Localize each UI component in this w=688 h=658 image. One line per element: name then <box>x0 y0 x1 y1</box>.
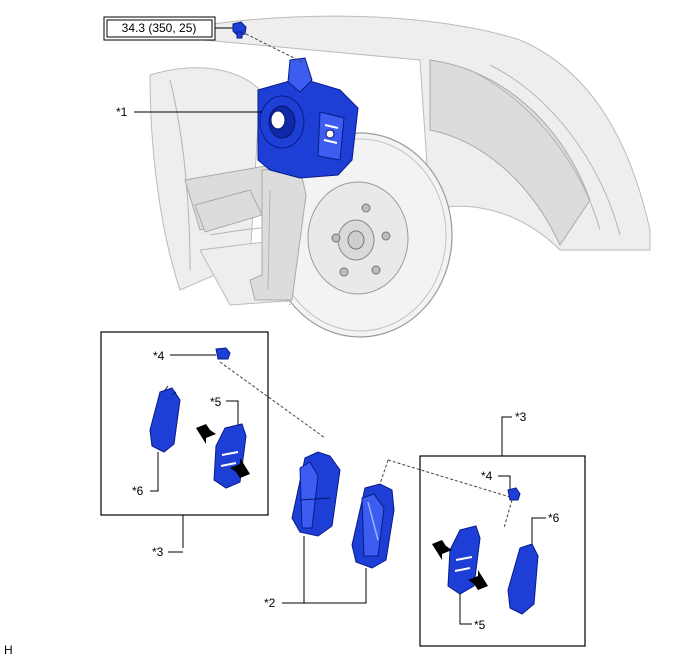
arrow-icon <box>468 570 488 590</box>
label-clip-right: *4 <box>481 469 493 483</box>
arrow-icon <box>432 540 452 560</box>
corner-mark: H <box>4 643 13 657</box>
brake-caliper <box>257 57 359 179</box>
anti-squeal-shim-left <box>149 385 181 453</box>
label-pads: *2 <box>264 596 276 610</box>
clip-left <box>215 347 231 360</box>
label-caliper: *1 <box>116 105 128 119</box>
anti-squeal-shim-right <box>507 543 539 615</box>
torque-spec-box: 34.3 (350, 25) <box>103 16 233 41</box>
shim-left <box>213 423 247 489</box>
arrow-icon <box>196 424 216 444</box>
clip-guide-line-right-lower <box>503 499 513 529</box>
bolt-guide-line <box>245 33 303 63</box>
arrow-icon <box>230 458 250 478</box>
clip-right <box>507 487 521 501</box>
label-shim-left: *5 <box>210 395 222 409</box>
label-kit-left: *3 <box>152 545 164 559</box>
left-pad-kit-frame <box>100 331 269 516</box>
right-pad-kit-frame <box>419 455 586 647</box>
label-anti-squeal-right: *6 <box>548 511 560 525</box>
bolt-icon <box>232 21 247 39</box>
label-clip-left: *4 <box>153 349 165 363</box>
label-shim-right: *5 <box>474 618 486 632</box>
clip-guide-line-right-drop <box>379 459 389 485</box>
clip-guide-line-left <box>219 361 326 439</box>
label-anti-squeal-left: *6 <box>132 484 144 498</box>
clip-guide-line-right <box>387 459 511 498</box>
torque-spec-text: 34.3 (350, 25) <box>122 21 197 35</box>
shim-right <box>447 525 481 595</box>
label-kit-right: *3 <box>515 410 527 424</box>
brake-pad-inner <box>291 451 341 537</box>
brake-pad-outer <box>351 483 395 569</box>
brake-disc <box>265 132 453 338</box>
